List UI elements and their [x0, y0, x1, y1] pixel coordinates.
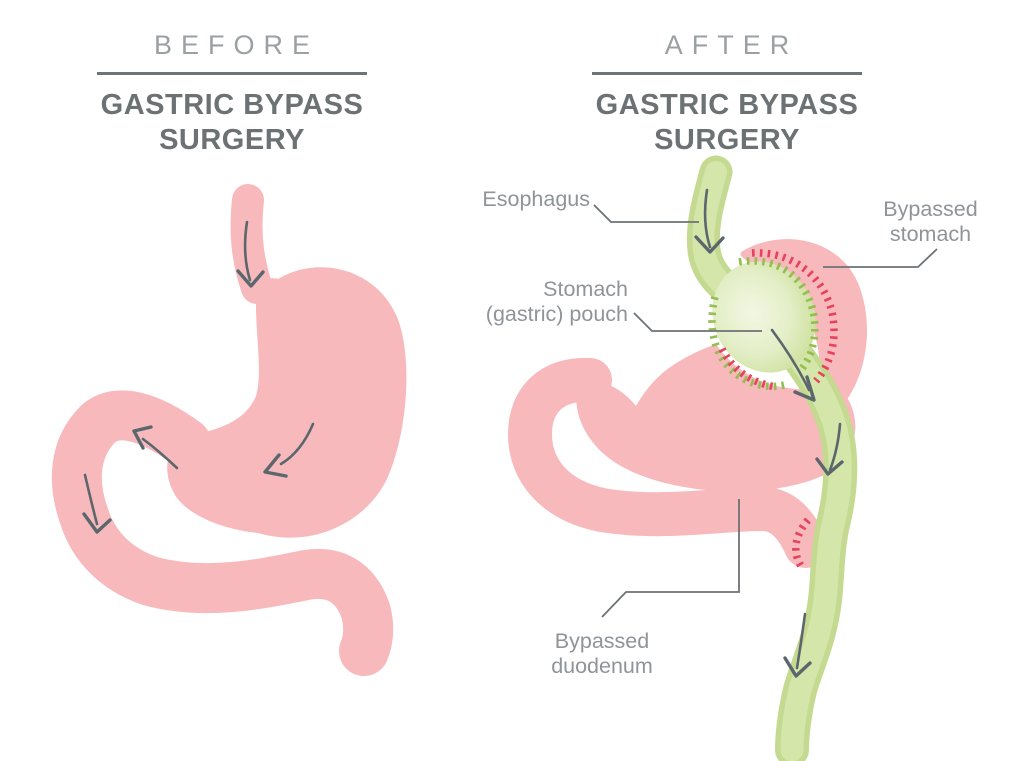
- esophagus-label: Esophagus: [420, 187, 590, 212]
- after-title: GASTRIC BYPASS SURGERY: [547, 88, 907, 159]
- flow-arrow: [770, 328, 811, 392]
- after-stomach-illustration: [508, 155, 868, 761]
- flow-arrow-head: [783, 656, 812, 678]
- before-stomach-illustration: [51, 184, 407, 676]
- flow-arrow-head: [263, 453, 288, 478]
- after-gastric-pouch: [712, 261, 816, 373]
- gastric-pouch-leader-line: [633, 312, 762, 332]
- bypassed-duodenum-label-line2: duodenum: [551, 653, 653, 678]
- flow-arrow: [795, 612, 807, 670]
- flow-arrow: [703, 188, 712, 249]
- flow-arrow: [828, 422, 842, 472]
- before-esophagus-tube: [230, 184, 273, 304]
- after-header: AFTER GASTRIC BYPASS SURGERY: [547, 30, 907, 159]
- gastric-pouch-label-line2: (gastric) pouch: [485, 301, 628, 326]
- bypassed-duodenum-label: Bypassed duodenum: [502, 629, 702, 679]
- flow-arrow-head: [815, 457, 844, 476]
- pouch-staple-line: [708, 296, 790, 391]
- before-title: GASTRIC BYPASS SURGERY: [52, 88, 412, 159]
- flow-arrow-head: [132, 425, 153, 450]
- after-divider: [592, 72, 862, 75]
- label-leader-lines: [593, 204, 938, 618]
- flow-arrow-head: [236, 269, 265, 288]
- before-duodenum-tube: [51, 390, 394, 676]
- before-header: BEFORE GASTRIC BYPASS SURGERY: [52, 30, 412, 159]
- after-bypassed-stomach-fundus: [740, 239, 868, 426]
- after-phase-title: AFTER: [664, 30, 799, 60]
- before-stomach-body: [167, 267, 407, 538]
- after-esophagus-tube-highlight: [692, 161, 745, 305]
- bypassed-duodenum-label-line1: Bypassed: [554, 629, 650, 653]
- bypassed-stomach-label-line2: stomach: [889, 221, 972, 246]
- after-remnant-stomach-body: [576, 344, 856, 492]
- flow-arrow: [83, 473, 99, 526]
- after-bypassed-duodenum-tube: [508, 357, 828, 568]
- bypassed-duodenum-leader-line: [601, 499, 740, 618]
- bypassed-stomach-label-line1: Bypassed: [883, 197, 978, 221]
- flow-arrow-head: [793, 375, 816, 402]
- after-flow-arrows: [694, 188, 844, 678]
- flow-arrow: [141, 437, 179, 470]
- gastric-pouch-label-line1: Stomach: [543, 277, 628, 301]
- before-flow-arrows: [82, 220, 315, 534]
- after-title-line2: SURGERY: [654, 124, 800, 157]
- before-title-line2: SURGERY: [159, 124, 305, 157]
- flow-arrow: [243, 220, 252, 282]
- esophagus-label-text: Esophagus: [482, 187, 590, 211]
- pouch-staple-line: [738, 257, 819, 374]
- bypassed-stomach-leader-line: [823, 248, 938, 268]
- before-divider: [97, 72, 367, 75]
- esophagus-leader-line: [593, 204, 699, 223]
- before-title-line1: GASTRIC BYPASS: [100, 89, 364, 121]
- bypassed-stomach-label: Bypassed stomach: [848, 197, 1013, 247]
- after-title-line1: GASTRIC BYPASS: [595, 89, 859, 121]
- flow-arrow-head: [694, 235, 725, 254]
- flow-arrow-head: [82, 512, 112, 534]
- fundus-staple-line: [751, 249, 838, 384]
- before-phase-title: BEFORE: [153, 30, 320, 60]
- after-roux-limb-highlight: [760, 314, 852, 761]
- flow-arrow: [279, 422, 315, 466]
- gastric-pouch-label: Stomach (gastric) pouch: [428, 277, 628, 327]
